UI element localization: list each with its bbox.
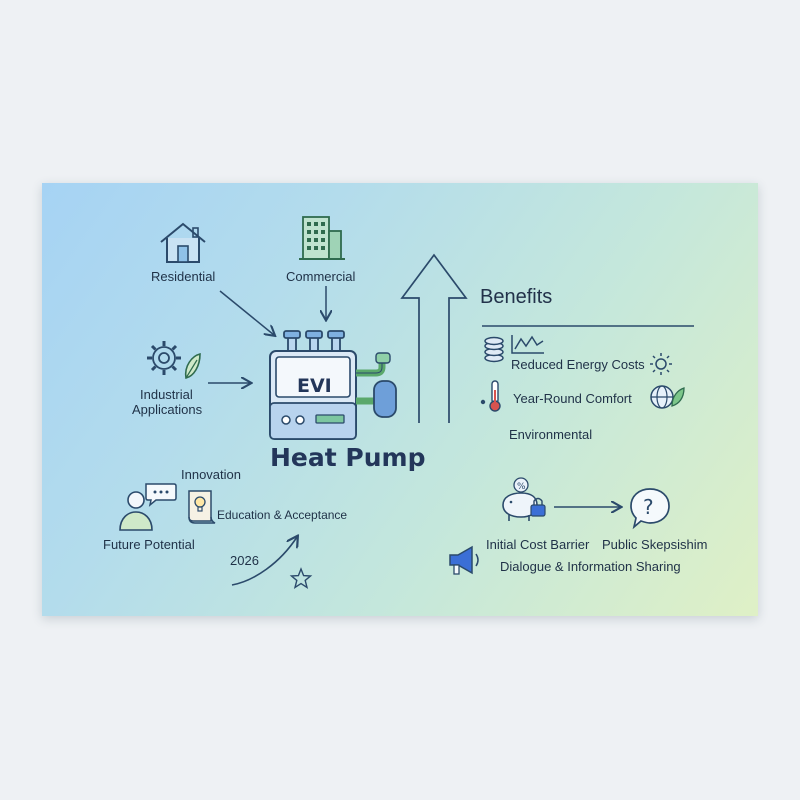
- cost-barrier-label: Initial Cost Barrier: [486, 537, 590, 552]
- globe-leaf-icon: [648, 382, 686, 412]
- gear-leaf-icon: [142, 338, 204, 382]
- future-potential-label: Future Potential: [103, 537, 195, 552]
- benefit-reduced-costs: Reduced Energy Costs: [511, 357, 645, 372]
- diagram-card: Residential Commercial: [42, 183, 758, 616]
- device-label: EVI: [297, 375, 332, 397]
- coins-icon: [482, 336, 506, 364]
- heat-pump-title: Heat Pump: [270, 443, 426, 472]
- thermometer-icon: [479, 378, 505, 414]
- big-up-arrow: [400, 253, 468, 423]
- sun-icon: [649, 352, 673, 376]
- svg-text:%: %: [517, 482, 526, 492]
- commercial-label: Commercial: [286, 269, 356, 284]
- chart-icon: [510, 333, 546, 355]
- svg-text:?: ?: [643, 495, 654, 519]
- piggy-bank-icon: %: [497, 475, 549, 525]
- person-chat-icon: [116, 480, 178, 534]
- lightbulb-scroll-icon: [185, 485, 219, 527]
- house-icon: [157, 220, 209, 266]
- innovation-label: Innovation: [181, 467, 241, 482]
- benefits-title: Benefits: [480, 286, 553, 308]
- megaphone-icon: [444, 543, 484, 579]
- connector-layer: [208, 253, 694, 586]
- dialogue-label: Dialogue & Information Sharing: [500, 559, 681, 574]
- future-swoosh-arrow: [231, 537, 297, 586]
- education-label: Education & Acceptance: [217, 508, 348, 522]
- benefit-year-round: Year-Round Comfort: [513, 391, 632, 406]
- star-arrow-icon: [289, 567, 313, 591]
- year-label: 2026: [230, 553, 259, 568]
- skepticism-label: Public Skepsishim: [602, 537, 708, 552]
- question-bubble-icon: ?: [628, 485, 672, 531]
- industrial-label-line1: Industrial: [140, 387, 193, 402]
- industrial-label-line2: Applications: [132, 402, 203, 417]
- heat-pump-unit-icon: [266, 323, 406, 443]
- building-icon: [297, 213, 347, 263]
- arrow-residential-to-pump: [219, 290, 274, 335]
- residential-label: Residential: [151, 269, 216, 284]
- benefit-environmental: Environmental: [509, 427, 593, 442]
